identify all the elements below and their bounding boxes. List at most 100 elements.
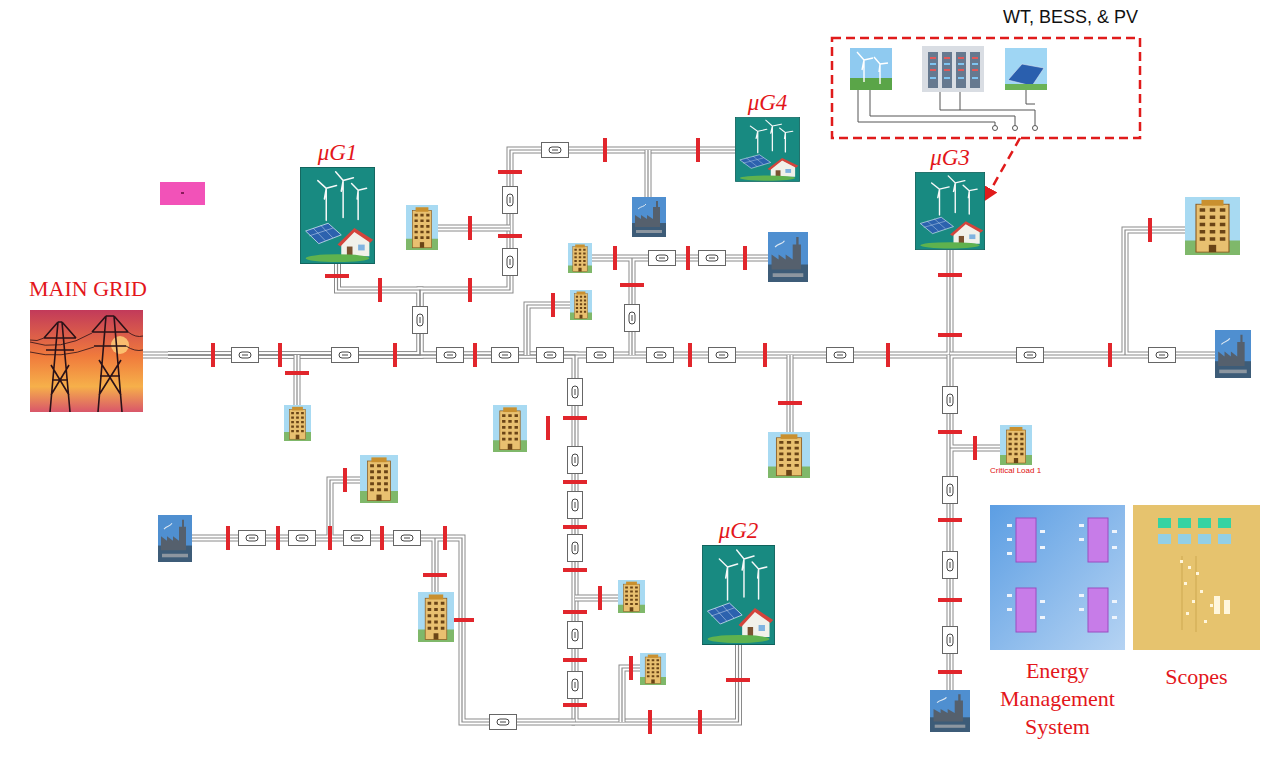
pylon	[44, 322, 76, 412]
bus-bar	[468, 278, 472, 302]
battery-picture	[930, 64, 978, 78]
node-label: WT, BESS, & PV	[832, 6, 1140, 28]
solar-picture	[1008, 64, 1044, 86]
industrial-load	[158, 515, 192, 562]
breaker-symbol	[503, 187, 518, 214]
feeder-line-inner	[168, 264, 420, 355]
feeder-wire	[143, 150, 1215, 722]
ems-panel: Energy Management System	[985, 505, 1130, 755]
breaker-symbol	[568, 535, 583, 562]
wind-turbine-picture	[850, 48, 892, 90]
battery-picture	[930, 58, 978, 70]
bus-bar	[468, 216, 472, 240]
scope-picture	[1133, 505, 1260, 650]
static-wires	[143, 150, 1215, 722]
industrial-load	[1215, 330, 1251, 378]
bus-bar	[380, 526, 384, 550]
bus-bar	[443, 526, 447, 550]
breaker-symbol	[699, 251, 726, 266]
scope-wiring	[1182, 556, 1196, 632]
breaker-symbol	[542, 143, 569, 158]
breaker-symbol	[232, 348, 259, 363]
scope-port	[1196, 572, 1199, 575]
scope-block	[1198, 518, 1211, 528]
node-label: Energy Management System	[985, 657, 1130, 741]
bus-bar	[629, 656, 633, 680]
bus-bar	[886, 343, 890, 367]
scope-block	[1178, 518, 1191, 528]
main-grid-node: MAIN GRID	[8, 276, 168, 414]
building-load	[568, 243, 592, 273]
breaker-symbol	[568, 672, 583, 699]
ems-picture	[990, 505, 1125, 650]
bus-bar	[546, 416, 550, 440]
bus-bar	[498, 234, 522, 238]
der-wiring	[858, 90, 1035, 126]
scope-block	[1158, 518, 1231, 528]
scope-block	[1158, 534, 1231, 544]
bus-bar	[276, 526, 280, 550]
bus-bar	[648, 710, 652, 734]
der-terminal	[1013, 126, 1018, 131]
bus-bar	[1148, 218, 1152, 242]
node-label: μG2	[702, 517, 775, 544]
ems-port	[1007, 594, 1012, 597]
ems-port	[1112, 530, 1117, 533]
breaker-symbol	[709, 348, 736, 363]
ems-block	[1016, 588, 1036, 632]
ems-port	[1040, 600, 1045, 603]
breaker-symbol	[568, 379, 583, 406]
ems-port	[1007, 538, 1012, 541]
microgrid-picture	[915, 172, 984, 249]
bus-bar	[473, 343, 477, 367]
bus-bar	[688, 343, 692, 367]
der-group-picture	[832, 38, 1140, 138]
ems-port	[1079, 538, 1084, 541]
ems-port	[1112, 616, 1117, 619]
scope-port	[1180, 560, 1230, 623]
feeder-wire	[143, 150, 1215, 722]
scope-block	[1218, 534, 1231, 544]
battery-picture	[922, 46, 984, 92]
main-grid-picture	[30, 310, 143, 412]
ems-port	[1079, 524, 1084, 527]
bus-bar	[938, 430, 962, 434]
breaker-symbol	[289, 531, 316, 546]
der-wiring	[858, 90, 1035, 126]
breaker-symbol	[649, 251, 676, 266]
bus-bar	[696, 138, 700, 162]
feeder-wire	[143, 150, 1215, 722]
microgrid-box: μG3	[915, 143, 985, 250]
solar-picture	[1005, 48, 1047, 90]
connector-center	[168, 150, 950, 722]
battery-picture	[928, 52, 980, 88]
building-load	[1185, 197, 1240, 255]
ems-port	[1079, 594, 1084, 597]
bus-bar	[563, 610, 587, 614]
building-load	[640, 653, 666, 685]
bus-bar	[726, 678, 750, 682]
bus-bar	[211, 343, 215, 367]
scope-port	[1184, 582, 1187, 585]
bus-bar	[598, 586, 602, 610]
breaker-symbol	[437, 348, 464, 363]
breaker-symbol	[490, 715, 517, 730]
breaker-symbol	[492, 348, 519, 363]
industrial-load	[930, 690, 970, 732]
pink-block	[181, 192, 184, 194]
bus-bar	[563, 416, 587, 420]
microgrid-pictures	[300, 117, 984, 644]
battery-picture	[922, 46, 984, 92]
pylon	[30, 332, 143, 355]
breaker-symbol	[827, 348, 854, 363]
ems-port	[1040, 616, 1045, 619]
ems-port	[1112, 546, 1117, 549]
bus-bar	[613, 246, 617, 270]
ems-port	[1007, 524, 1012, 527]
scope-port	[1200, 590, 1203, 593]
ems-port	[1040, 530, 1045, 533]
bus-bar	[938, 333, 962, 337]
microgrid-picture	[702, 546, 774, 645]
der-terminal	[1033, 126, 1038, 131]
